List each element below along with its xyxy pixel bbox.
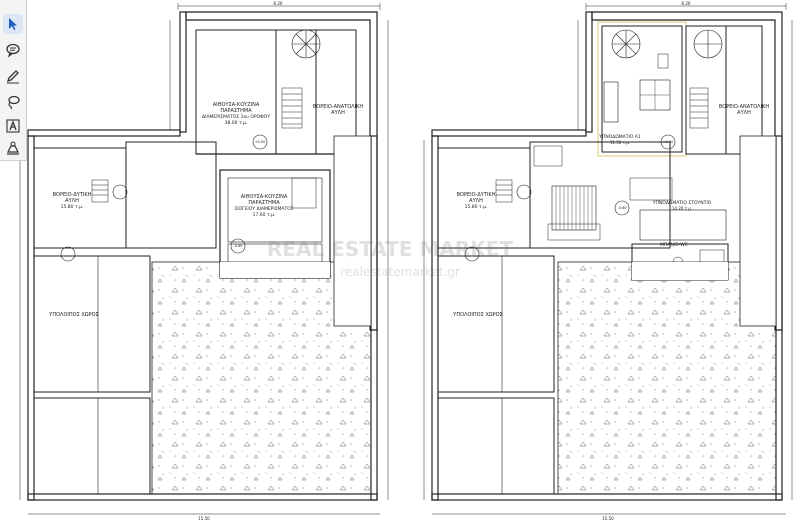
- text-tool-button[interactable]: [3, 116, 23, 136]
- room-label: ΑΥΛΗ: [331, 110, 345, 116]
- watermark-text: REAL ESTATE MARKET: [267, 237, 514, 261]
- text-box-icon: [6, 119, 20, 133]
- select-tool-button[interactable]: [3, 14, 23, 34]
- area-label: 15.80 τ.μ.: [61, 204, 84, 210]
- room-label: ΑΥΛΗ: [737, 110, 751, 116]
- stamp-tool-button[interactable]: [3, 138, 23, 158]
- room-label: ΜΠΑΝΙΟ-WC: [660, 242, 688, 248]
- watermark-url: realestatemarket.gr: [340, 265, 460, 279]
- room-label: ΙΣΟΓΕΙΟΥ ΔΙΑΜΕΡΙΣΜΑΤΟΣ: [234, 206, 293, 212]
- room-label: ΔΙΑΜΕΡΙΣΜΑΤΟΣ 1ου ΟΡΟΦΟΥ: [202, 114, 270, 120]
- room-label: ΒΟΡΕΙΟ-ΑΝΑΤΟΛΙΚΗ: [313, 104, 363, 110]
- room-label: ΒΟΡΕΙΟ-ΔΥΤΙΚΗ: [457, 192, 496, 198]
- area-label: 38.00 τ.μ.: [225, 120, 248, 126]
- level-tag: +0.00: [255, 140, 266, 144]
- spiral-stair-right: [611, 29, 723, 59]
- room-label: ΑΙΘΟΥΣΑ-ΚΟΥΖΙΝΑ: [213, 102, 260, 108]
- comment-tool-button[interactable]: [3, 40, 23, 60]
- room-label: ΥΠΝΟΔΩΜΑΤΙΟ Α1: [598, 134, 641, 140]
- lasso-icon: [8, 95, 20, 110]
- spiral-stair-left: [291, 29, 321, 59]
- room-label: ΒΟΡΕΙΟ-ΑΝΑΤΟΛΙΚΗ: [719, 104, 769, 110]
- area-label: 17.60 τ.μ.: [253, 212, 276, 218]
- level-tag: -0.60: [233, 244, 242, 248]
- room-label: ΑΥΛΗ: [65, 198, 79, 204]
- room-label: ΑΥΛΗ: [469, 198, 483, 204]
- plan-right-labels: ΥΠΝΟΔΩΜΑΤΙΟ Α1 11.50 τ.μ. ΒΟΡΕΙΟ-ΑΝΑΤΟΛΙ…: [452, 1, 769, 521]
- area-label: 14.20 τ.μ.: [672, 206, 692, 211]
- pen-tool-button[interactable]: [3, 66, 23, 86]
- room-label: ΠΑΡΑΣΤΗΜΑ: [248, 200, 280, 206]
- room-label: ΥΠΟΛΟΙΠΟΣ ΧΩΡΟΣ: [48, 312, 98, 318]
- plan-left-labels: ΑΙΘΟΥΣΑ-ΚΟΥΖΙΝΑ ΠΑΡΑΣΤΗΜΑ ΔΙΑΜΕΡΙΣΜΑΤΟΣ …: [48, 1, 363, 521]
- dimension-label: 15.50: [602, 516, 614, 521]
- level-tag: +0.00: [663, 140, 674, 144]
- plan-right: [423, 3, 793, 515]
- room-label: ΥΠΟΛΟΙΠΟΣ ΧΩΡΟΣ: [452, 312, 502, 318]
- level-tag: -0.60: [617, 206, 626, 210]
- pen-icon: [6, 70, 19, 84]
- speech-bubble-icon: [6, 43, 20, 58]
- lasso-tool-button[interactable]: [3, 92, 23, 112]
- room-label: ΒΟΡΕΙΟ-ΔΥΤΙΚΗ: [53, 192, 92, 198]
- dimension-label: 6.20: [274, 1, 283, 6]
- room-label: ΠΑΡΑΣΤΗΜΑ: [220, 108, 252, 114]
- annotation-toolbar: [0, 0, 27, 161]
- cursor-arrow-icon: [9, 18, 17, 30]
- dimension-label: 6.20: [682, 1, 691, 6]
- watermark: REAL ESTATE MARKET realestatemarket.gr: [267, 237, 514, 279]
- room-label: ΥΠΝΟΔΩΜΑΤΙΟ ΣΤΟΥΝΤΙΟ: [652, 200, 712, 206]
- plan-left: [19, 3, 389, 515]
- area-label: 15.80 τ.μ.: [465, 204, 488, 210]
- area-label: 11.50 τ.μ.: [610, 140, 630, 145]
- room-label: ΑΙΘΟΥΣΑ-ΚΟΥΖΙΝΑ: [241, 194, 288, 200]
- dimension-label: 15.50: [198, 516, 210, 521]
- stamp-icon: [7, 141, 19, 155]
